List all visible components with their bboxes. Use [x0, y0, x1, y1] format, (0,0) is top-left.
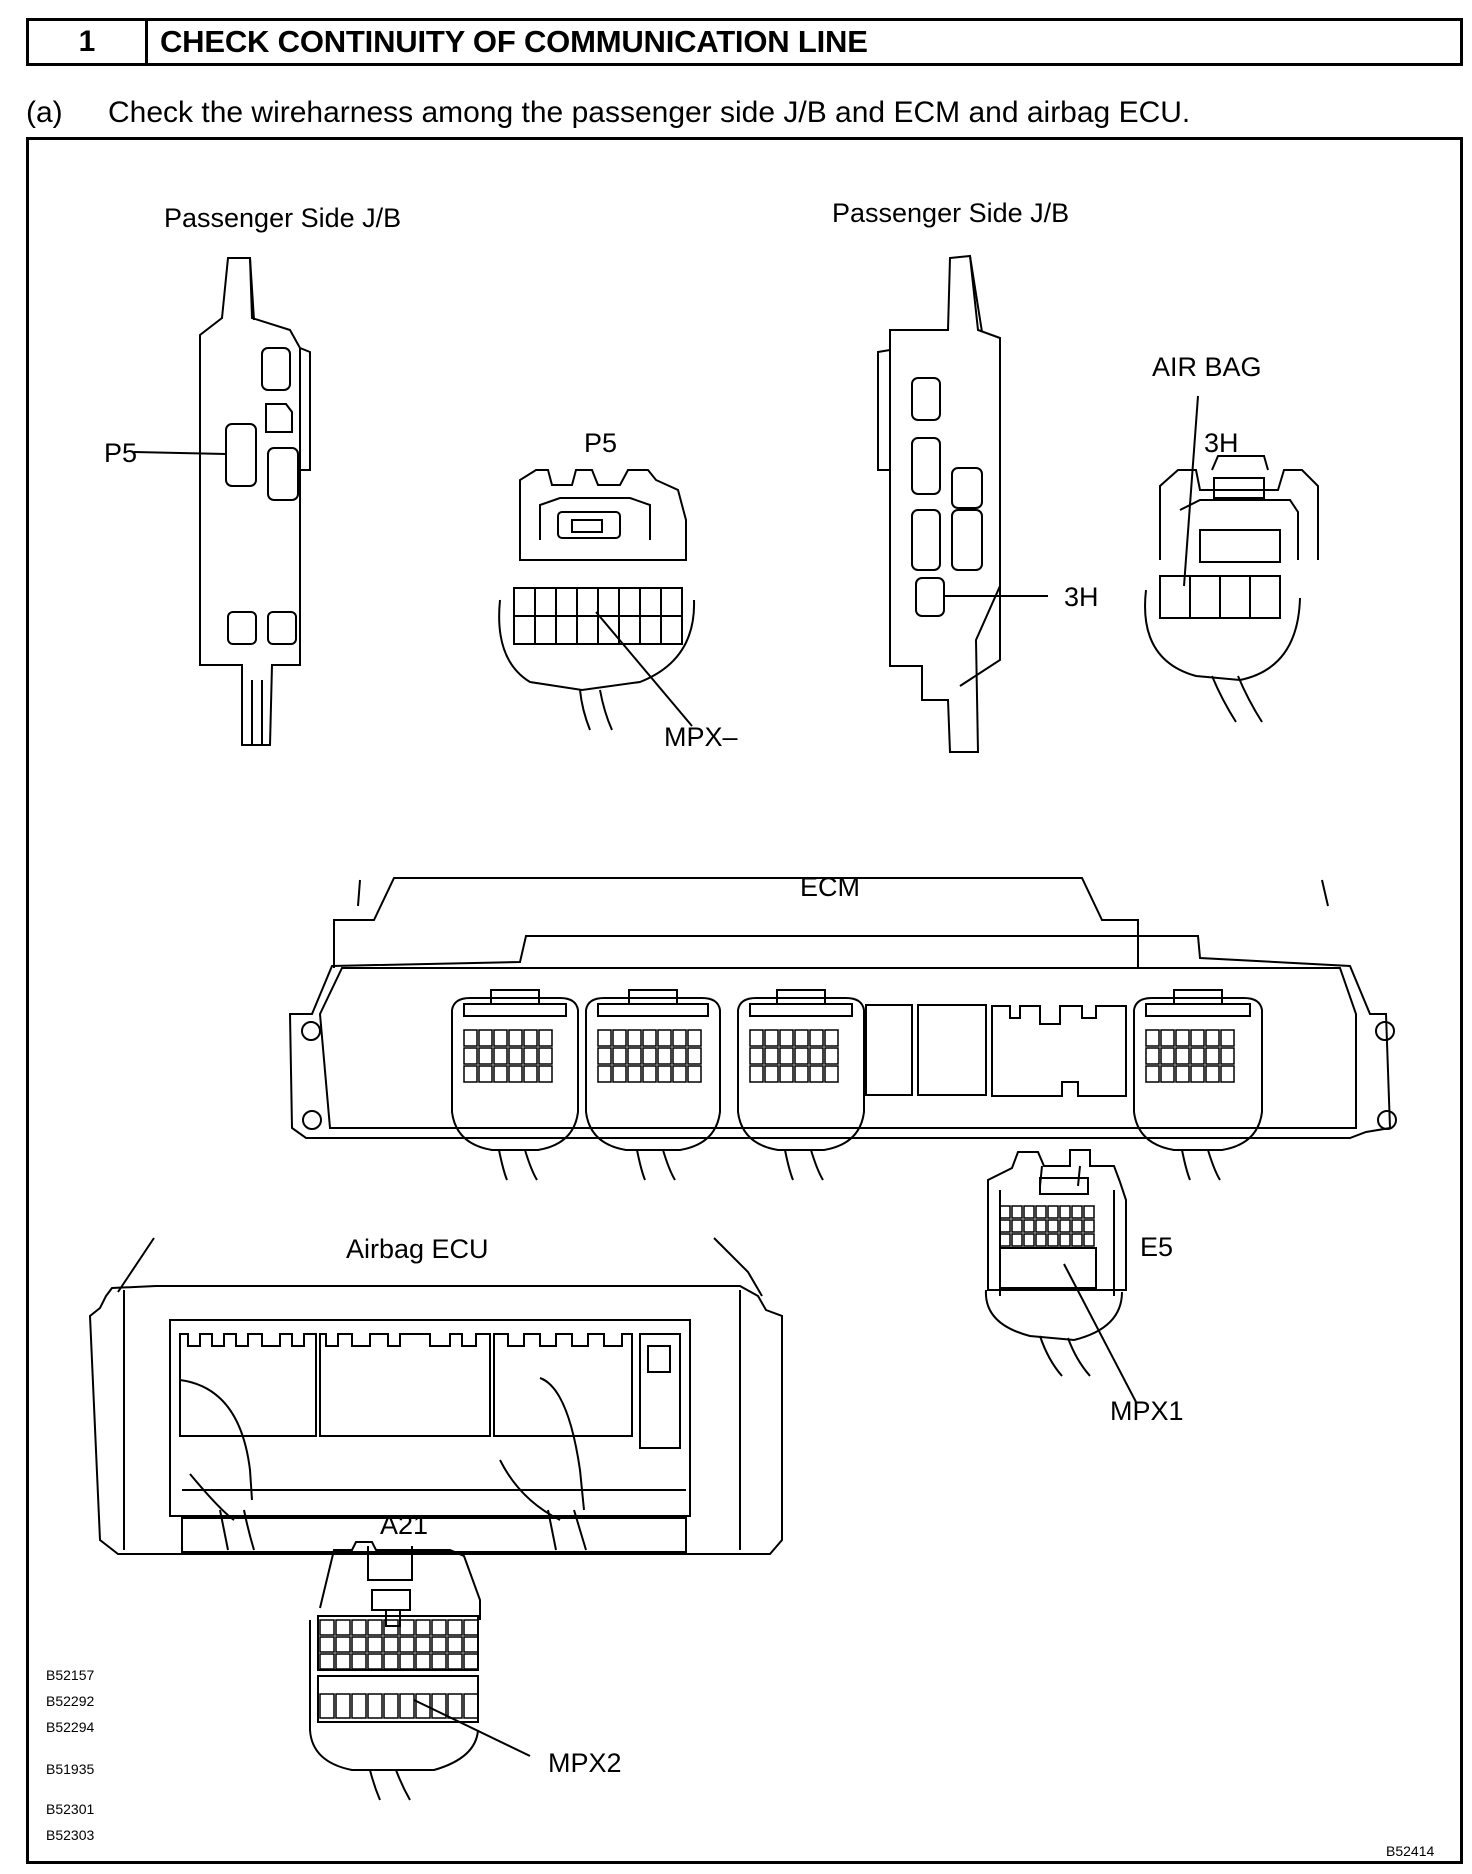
reference-code: B52157: [46, 1667, 94, 1683]
jb-right-body: [877, 254, 1048, 753]
p5-connector: [498, 469, 696, 731]
jb-left-body: [133, 257, 311, 746]
reference-code: B52303: [46, 1827, 94, 1843]
reference-code: B52294: [46, 1719, 94, 1735]
section-title: CHECK CONTINUITY OF COMMUNICATION LINE: [160, 24, 868, 59]
figure-code: B52414: [1386, 1843, 1434, 1859]
reference-code: B51935: [46, 1761, 94, 1777]
3h-connector-label: 3H: [1204, 428, 1239, 458]
ecm-connector: [451, 989, 579, 1181]
instruction-text: Check the wireharness among the passenge…: [108, 96, 1191, 129]
e5-label: E5: [1140, 1232, 1173, 1262]
airbag-ecu-body: [88, 1237, 783, 1555]
ecm-connector: [585, 989, 721, 1181]
airbag-ecu-title: Airbag ECU: [346, 1234, 489, 1264]
instruction: (a) Check the wireharness among the passe…: [26, 96, 1190, 130]
reference-code: B52292: [46, 1693, 94, 1709]
mpx1-label: MPX1: [1110, 1396, 1184, 1426]
mpx-minus-label: MPX–: [664, 722, 738, 752]
p5-callout: P5: [104, 438, 137, 468]
a21-connector: [309, 1541, 531, 1801]
air-bag-label: AIR BAG: [1152, 352, 1262, 382]
reference-code: B52301: [46, 1801, 94, 1817]
3h-connector: [1144, 395, 1319, 723]
ecm-title: ECM: [800, 872, 860, 902]
diagram-frame: [26, 137, 1463, 1864]
ecm-body: [288, 877, 1397, 1139]
ecm-connectors: [451, 989, 1263, 1181]
jb-left-title: Passenger Side J/B: [164, 203, 401, 233]
p5-connector-label: P5: [584, 428, 617, 458]
e5-connector: [984, 1149, 1137, 1403]
ecm-connector: [737, 989, 865, 1181]
section-header: 1 CHECK CONTINUITY OF COMMUNICATION LINE: [26, 18, 1463, 66]
instruction-label: (a): [26, 96, 63, 129]
3h-callout: 3H: [1064, 582, 1099, 612]
jb-right-title: Passenger Side J/B: [832, 198, 1069, 228]
a21-label: A21: [380, 1510, 428, 1540]
step-number: 1: [29, 21, 148, 63]
mpx2-label: MPX2: [548, 1748, 622, 1778]
ecm-connector: [1133, 989, 1263, 1181]
